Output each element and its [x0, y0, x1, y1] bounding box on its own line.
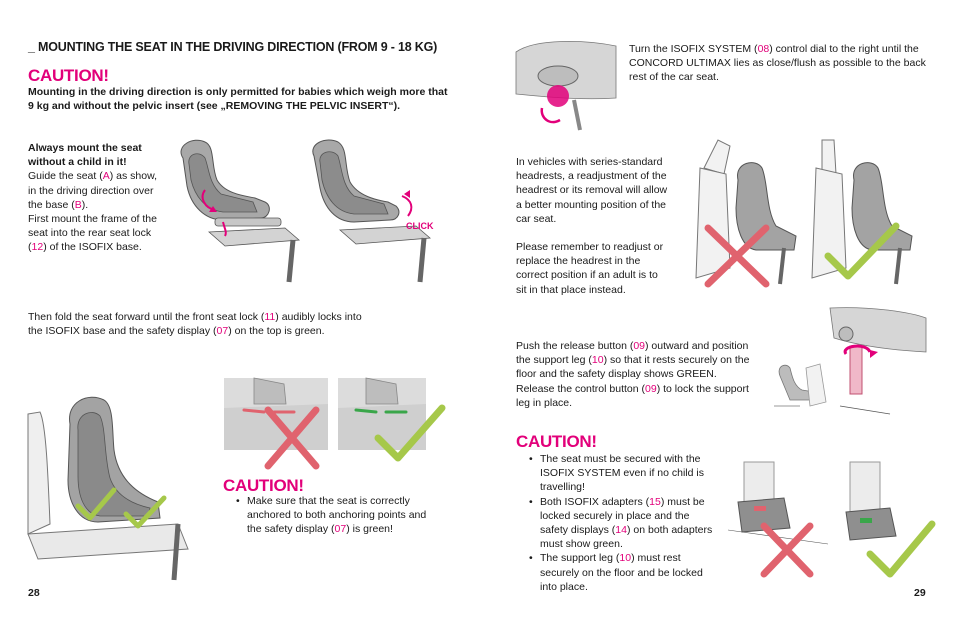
caution-title-3: CAUTION!	[516, 432, 597, 451]
safety-display-green-illustration	[338, 377, 446, 462]
caution-text: Mounting in the driving direction is onl…	[28, 86, 448, 113]
bullet-text: ) must be locked securely in place and t…	[540, 495, 705, 537]
bullet-text: Both ISOFIX adapters (	[540, 495, 650, 508]
caution-bullet-3: The support leg (10) must rest securely …	[529, 551, 716, 594]
fold-text: ) on the top is green.	[228, 325, 325, 338]
isofix-adapter-red-illustration	[727, 461, 829, 578]
fold-instructions: Then fold the seat forward until the fro…	[28, 310, 378, 338]
ref-b: B	[74, 198, 82, 211]
safety-display-red-illustration	[224, 377, 328, 470]
support-leg-illustration	[774, 307, 927, 415]
ref-12: 12	[31, 241, 44, 254]
seat-mount-illustration-2	[312, 139, 431, 283]
ref-11: 11	[264, 311, 276, 323]
ref-07: 07	[334, 523, 347, 536]
warning-bold-text: Always mount the seat without a child in…	[28, 142, 142, 169]
ref-14: 14	[615, 524, 627, 537]
caution-2-text: ) is green!	[346, 523, 393, 536]
instr-text: First mount the frame of the seat into t…	[28, 213, 157, 254]
mount-instructions: Always mount the seat without a child in…	[28, 141, 162, 255]
fold-text: ) audibly locks into the ISOFIX base and…	[28, 311, 362, 338]
caution-2-text: Make sure that the seat is correctly anc…	[247, 495, 427, 536]
ref-10: 10	[591, 354, 604, 367]
headrest-text: In vehicles with series-standard headres…	[516, 156, 668, 225]
ref-08: 08	[757, 43, 770, 55]
caution-bullet-1: The seat must be secured with the ISOFIX…	[529, 452, 716, 495]
isofix-text: Turn the ISOFIX SYSTEM (	[629, 43, 758, 55]
isofix-dial-illustration	[515, 41, 617, 131]
support-leg-text: ) so that it rests securely on the floor…	[516, 354, 750, 395]
page-number-right: 29	[914, 587, 926, 599]
ref-a: A	[102, 170, 110, 183]
isofix-instructions: Turn the ISOFIX SYSTEM (08) control dial…	[629, 42, 929, 85]
click-label: CLICK	[406, 221, 434, 231]
headrest-wrong-illustration	[695, 139, 797, 288]
isofix-adapter-green-illustration	[845, 461, 936, 578]
support-leg-instructions: Push the release button (09) outward and…	[516, 339, 756, 410]
ref-09: 09	[645, 382, 657, 395]
caution-title: CAUTION!	[28, 66, 109, 85]
ref-15: 15	[649, 495, 661, 508]
caution-bullet-2: Both ISOFIX adapters (15) must be locked…	[529, 495, 716, 552]
seat-mount-illustration-1	[180, 139, 300, 283]
ref-07: 07	[216, 325, 229, 338]
fold-text: Then fold the seat forward until the fro…	[28, 311, 265, 323]
page-number-left: 28	[28, 587, 40, 599]
readjust-text: Please remember to readjust or replace t…	[516, 241, 664, 296]
isofix-text: ) control dial to the right until the CO…	[629, 43, 926, 84]
instr-text: ) of the ISOFIX base.	[43, 241, 142, 254]
support-leg-text: Push the release button (	[516, 340, 634, 352]
caution-title-2: CAUTION!	[223, 476, 304, 495]
instr-text: Guide the seat (	[28, 170, 103, 183]
section-heading: _ MOUNTING THE SEAT IN THE DRIVING DIREC…	[28, 40, 438, 54]
ref-10: 10	[619, 552, 632, 565]
bullet-text: ) on both adapters must show green.	[540, 524, 713, 551]
car-seat-installed-illustration	[27, 396, 189, 581]
caution-3-list: The seat must be secured with the ISOFIX…	[528, 452, 716, 594]
instr-text: ) as show, in the driving direction over…	[28, 170, 158, 211]
support-leg-text: ) to lock the support leg in place.	[516, 382, 749, 409]
caution-2-item: Make sure that the seat is correctly anc…	[236, 494, 430, 537]
instr-text: ).	[81, 198, 89, 211]
headrest-correct-illustration	[811, 139, 913, 285]
ref-09: 09	[633, 340, 646, 352]
bullet-text: The support leg (	[540, 552, 620, 565]
support-leg-text: ) outward and position the support leg (	[516, 340, 749, 367]
caution-2-list: Make sure that the seat is correctly anc…	[235, 494, 430, 537]
bullet-text: ) must rest securely on the floor and be…	[540, 552, 703, 593]
